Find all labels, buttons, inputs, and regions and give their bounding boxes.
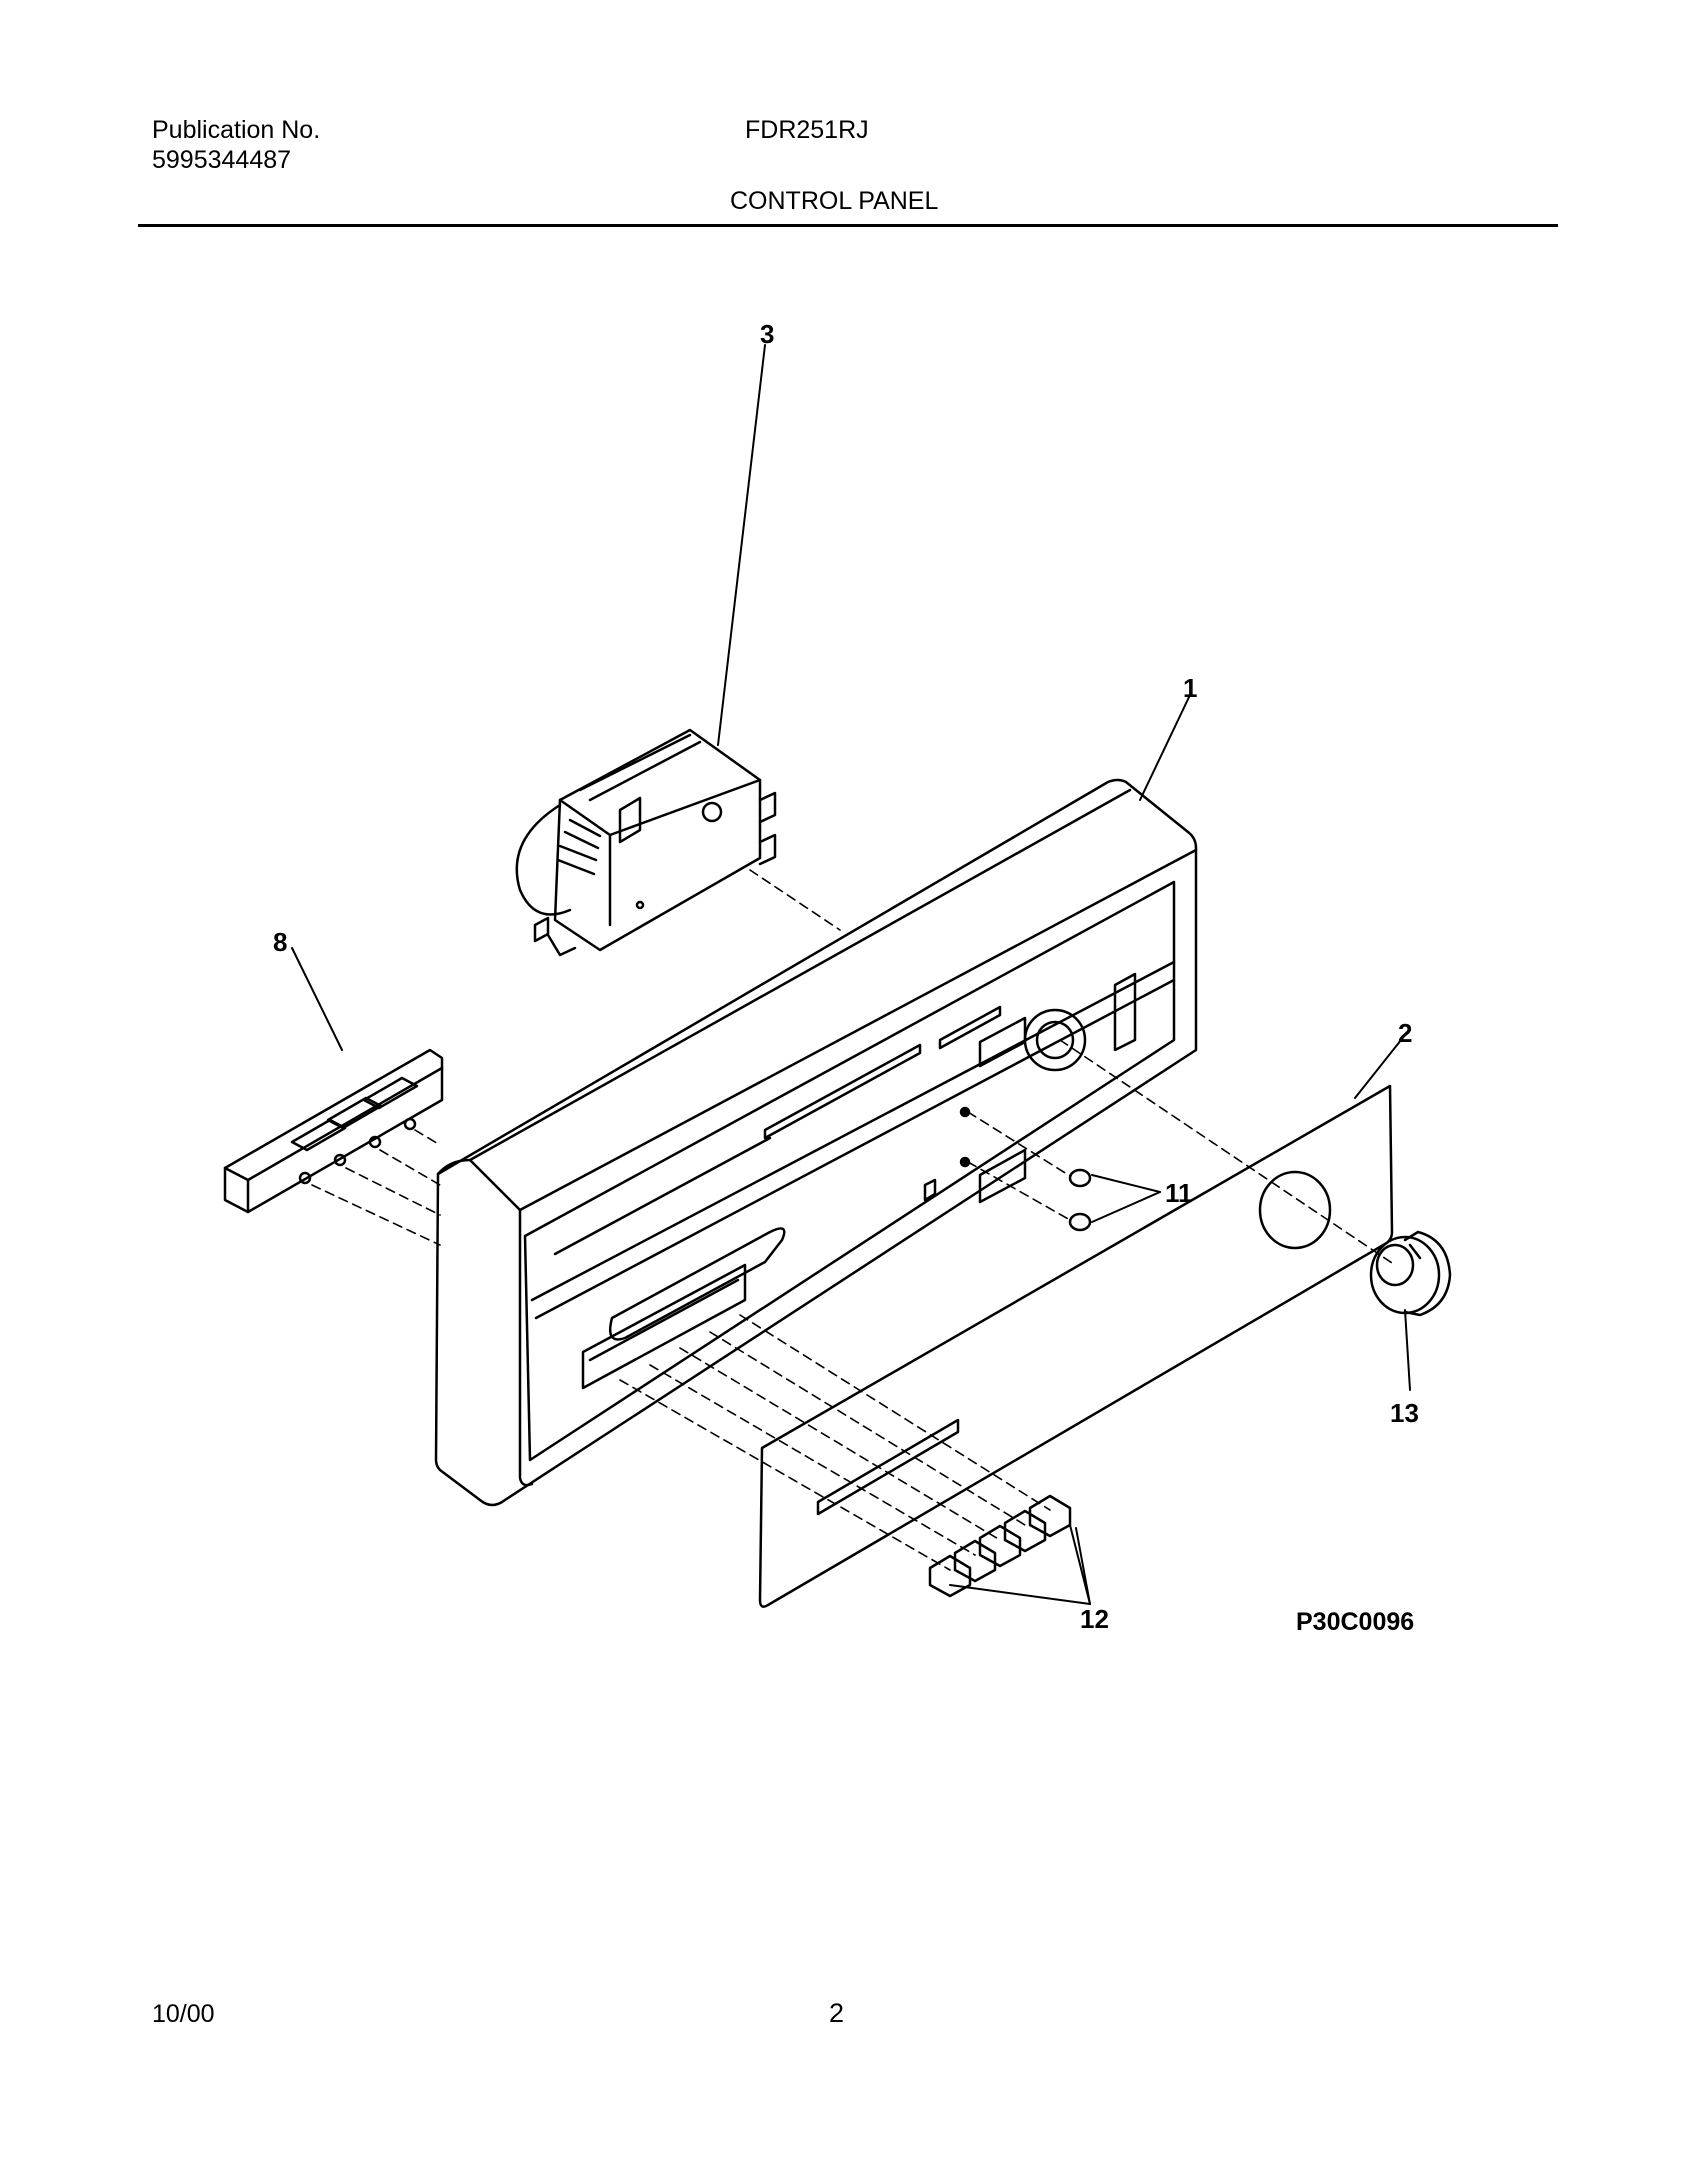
leader-lines: [291, 344, 1411, 1605]
switch-assembly: [223, 1048, 444, 1214]
header-rule: [138, 224, 1558, 227]
timer-assembly: [515, 728, 777, 957]
callout-1: 1: [1183, 673, 1197, 703]
callout-13: 13: [1390, 1398, 1419, 1428]
assembly-lines: [311, 869, 1396, 1571]
publication-label: Publication No.: [152, 116, 321, 144]
callout-8: 8: [273, 927, 287, 957]
callout-12: 12: [1080, 1604, 1109, 1634]
publication-number: 5995344487: [152, 146, 292, 174]
callout-3: 3: [760, 319, 774, 349]
knob: [1369, 1230, 1452, 1317]
indicator-lamps: [1068, 1168, 1092, 1232]
page-number: 2: [829, 1998, 845, 2028]
footer-date: 10/00: [152, 2000, 215, 2028]
model-number: FDR251RJ: [745, 116, 869, 144]
drawing-code: P30C0096: [1296, 1608, 1414, 1636]
callout-11: 11: [1165, 1178, 1193, 1208]
control-panel-housing: [434, 778, 1198, 1507]
callout-2: 2: [1398, 1018, 1412, 1048]
section-title: CONTROL PANEL: [730, 187, 939, 215]
